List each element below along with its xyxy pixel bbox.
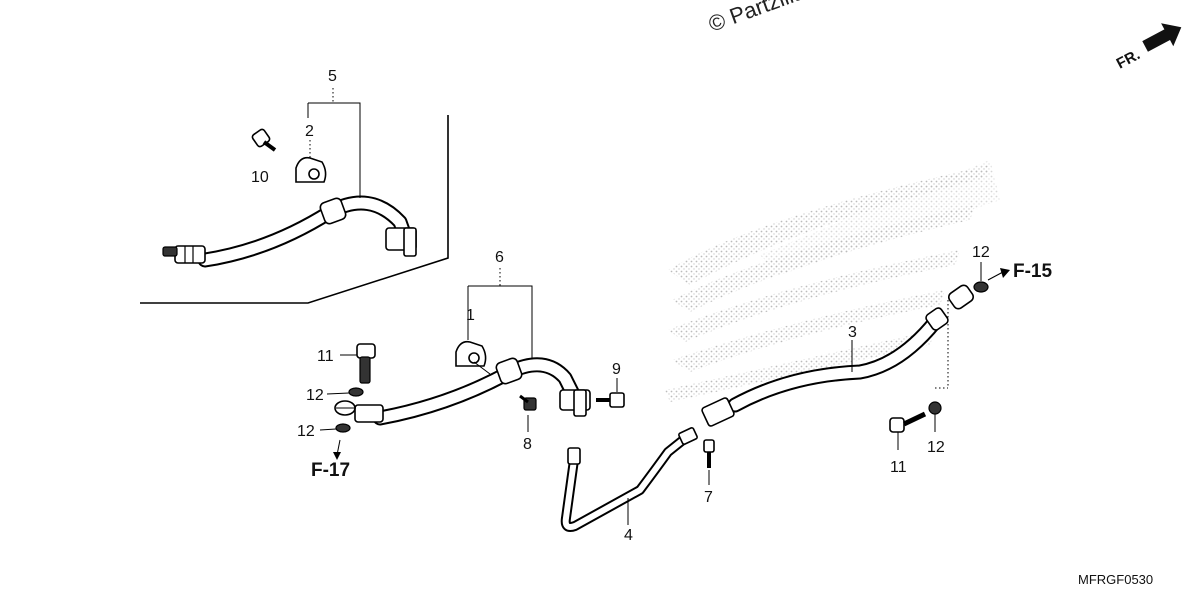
sealing-washer-12-left-upper — [348, 387, 364, 397]
callout-12-left-upper: 12 — [306, 387, 324, 404]
callout-9: 9 — [612, 361, 621, 378]
banjo-fitting-left — [334, 400, 356, 416]
sealing-washer-12-right-lower — [928, 401, 942, 415]
figure-reference-f15[interactable]: F-15 — [1013, 261, 1053, 282]
callout-12-right-lower: 12 — [927, 439, 945, 456]
rear-brake-hose-3 — [701, 284, 975, 427]
banjo-bolt-11-right — [889, 411, 927, 433]
brake-pipe-4 — [560, 427, 698, 532]
bolt-8-icon — [519, 394, 537, 411]
callout-10: 10 — [251, 169, 269, 186]
watermark-wing-logo — [665, 160, 1000, 402]
front-direction-label: FR. — [1114, 46, 1143, 72]
front-direction-indicator: FR. — [1114, 23, 1182, 73]
bolt-7-icon — [703, 439, 715, 468]
hose-clamp-2 — [295, 156, 327, 183]
figure-reference-f17[interactable]: F-17 — [311, 460, 350, 481]
callout-7: 7 — [704, 489, 713, 506]
bolt-9-icon — [596, 392, 625, 408]
callout-5: 5 — [328, 68, 337, 85]
callout-12-left-lower: 12 — [297, 423, 315, 440]
diagram-code: MFRGF0530 — [1078, 572, 1153, 587]
subassembly-frame — [140, 115, 449, 304]
callout-4: 4 — [624, 527, 633, 544]
arrow-right-icon — [1142, 23, 1182, 52]
hose-clamp-1 — [455, 340, 491, 375]
callout-11-left: 11 — [317, 348, 334, 365]
callout-3: 3 — [848, 324, 857, 341]
callout-8: 8 — [523, 436, 532, 453]
sealing-washer-12-right-upper — [973, 281, 989, 293]
callout-6: 6 — [495, 249, 504, 266]
callout-2: 2 — [305, 123, 314, 140]
callout-12-right-upper: 12 — [972, 244, 990, 261]
banjo-bolt-11-left — [356, 343, 376, 384]
callout-1: 1 — [466, 307, 475, 324]
middle-brake-hose — [354, 357, 591, 426]
watermark-text: © Partzilla — [705, 0, 809, 37]
sealing-washer-12-left-lower — [335, 423, 351, 433]
bolt-10-icon — [251, 128, 277, 152]
upper-brake-hose — [162, 195, 417, 268]
callout-11-right: 11 — [890, 459, 907, 476]
